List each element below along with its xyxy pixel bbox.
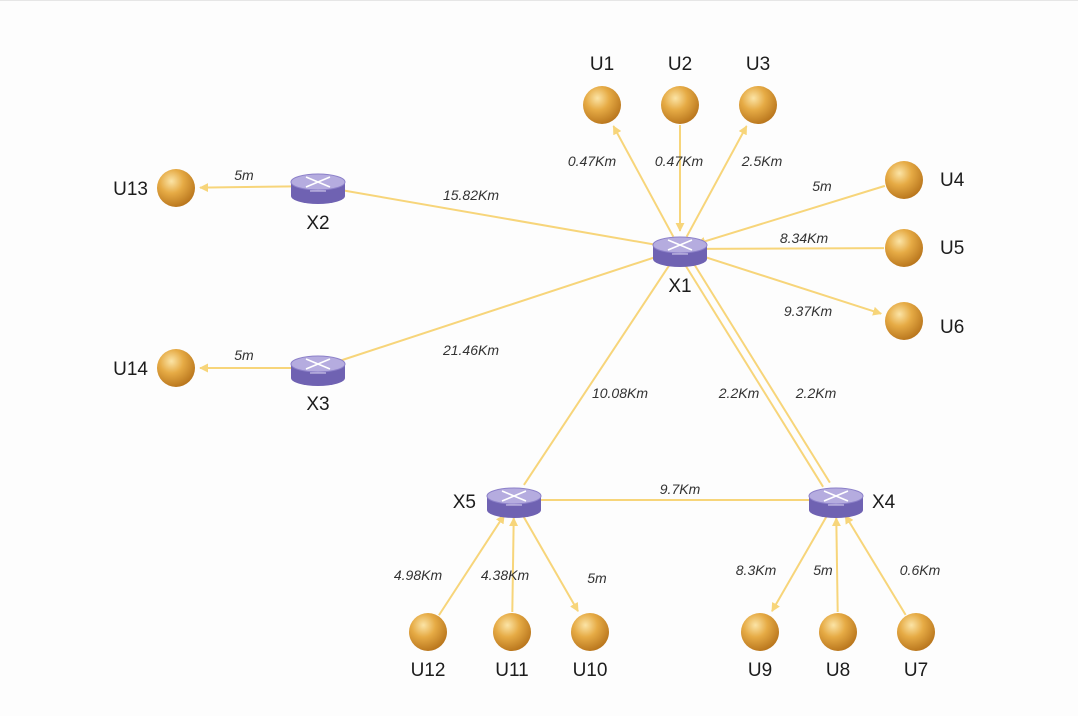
node-label-u2: U2 — [668, 54, 692, 75]
link-label: 5m — [587, 570, 607, 586]
node-label-x4: X4 — [872, 492, 896, 513]
user-node-u7-icon[interactable] — [897, 613, 935, 651]
node-label-x5: X5 — [453, 492, 476, 513]
node-label-u10: U10 — [573, 660, 608, 681]
link-label: 21.46Km — [442, 342, 499, 358]
link-label: 2.2Km — [718, 385, 760, 401]
link-x1-x3 — [334, 252, 668, 364]
node-label-u9: U9 — [748, 660, 772, 681]
link-x1-x5 — [523, 260, 674, 486]
node-label-x2: X2 — [306, 213, 329, 234]
node-label-u12: U12 — [411, 660, 446, 681]
link-label: 10.08Km — [592, 385, 648, 401]
user-node-u5-icon[interactable] — [885, 229, 923, 267]
user-node-u10-icon[interactable] — [571, 613, 609, 651]
user-node-u9-icon[interactable] — [741, 613, 779, 651]
link-label: 5m — [234, 347, 254, 363]
user-node-u11-icon[interactable] — [493, 613, 531, 651]
node-label-u11: U11 — [495, 660, 528, 681]
link-label: 8.34Km — [780, 230, 829, 246]
node-label-u7: U7 — [904, 660, 928, 681]
user-node-u1-icon[interactable] — [583, 86, 621, 124]
link-label: 15.82Km — [443, 187, 499, 203]
router-x3-icon[interactable] — [290, 355, 346, 386]
user-node-u13-icon[interactable] — [157, 169, 195, 207]
link-u12-x5 — [438, 514, 506, 616]
link-u5-x1 — [697, 244, 885, 254]
user-node-u4-icon[interactable] — [885, 161, 923, 199]
router-x1-icon[interactable] — [652, 236, 708, 267]
user-node-u2-icon[interactable] — [661, 86, 699, 124]
link-label: 2.2Km — [795, 385, 837, 401]
link-label: 4.98Km — [394, 567, 443, 583]
link-label: 5m — [812, 178, 832, 194]
link-label: 2.5Km — [741, 153, 783, 169]
node-label-u1: U1 — [590, 54, 614, 75]
link-label: 5m — [234, 167, 254, 183]
node-label-u6: U6 — [940, 317, 964, 338]
link-x1-u3 — [685, 125, 748, 238]
link-u7-x4 — [844, 514, 907, 616]
link-x2-u13 — [199, 183, 305, 193]
node-label-u5: U5 — [940, 238, 964, 259]
link-label: 8.3Km — [736, 562, 777, 578]
link-x1-u6 — [693, 252, 883, 316]
node-label-u3: U3 — [746, 54, 770, 75]
link-label: 0.6Km — [900, 562, 941, 578]
node-label-u8: U8 — [826, 660, 850, 681]
link-labels-layer: 0.47Km 0.47Km 2.5Km 5m 8.34Km 9.37Km 15.82Km 21… — [234, 153, 940, 586]
link-u8-x4 — [831, 517, 841, 613]
link-u4-x1 — [696, 184, 886, 246]
top-border — [0, 0, 1078, 1]
link-u11-x5 — [509, 517, 519, 613]
link-label: 0.47Km — [655, 153, 704, 169]
link-label: 0.47Km — [568, 153, 617, 169]
link-label: 9.37Km — [784, 303, 833, 319]
user-node-u14-icon[interactable] — [157, 349, 195, 387]
link-x1-u1 — [612, 125, 675, 238]
link-x1-x2 — [335, 188, 667, 248]
user-node-u3-icon[interactable] — [739, 86, 777, 124]
user-node-u12-icon[interactable] — [409, 613, 447, 651]
link-x1-x4 — [683, 262, 824, 488]
links-layer — [199, 125, 907, 616]
node-label-x1: X1 — [668, 276, 691, 297]
router-x4-icon[interactable] — [808, 487, 864, 518]
link-label: 4.38Km — [481, 567, 530, 583]
link-x1-x4 — [689, 258, 831, 484]
link-label: 5m — [813, 562, 833, 578]
link-label: 9.7Km — [660, 481, 701, 497]
node-label-u14: U14 — [113, 359, 148, 380]
router-x2-icon[interactable] — [290, 173, 346, 204]
user-node-u8-icon[interactable] — [819, 613, 857, 651]
link-x5-u10 — [520, 511, 579, 612]
node-label-x3: X3 — [306, 394, 329, 415]
link-x4-u9 — [771, 511, 830, 612]
user-node-u6-icon[interactable] — [885, 302, 923, 340]
router-x5-icon[interactable] — [486, 487, 542, 518]
node-label-u13: U13 — [113, 179, 148, 200]
node-label-u4: U4 — [940, 170, 965, 191]
